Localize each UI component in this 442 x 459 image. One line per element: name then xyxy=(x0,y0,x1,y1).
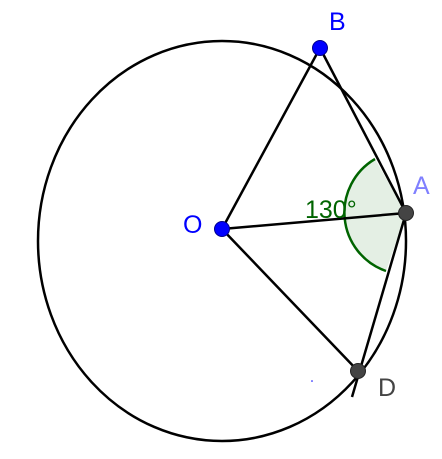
segment-oa xyxy=(221,211,407,231)
point-a[interactable] xyxy=(398,205,414,221)
segment-ab xyxy=(318,47,408,214)
label-o: O xyxy=(183,211,202,239)
segment-ob xyxy=(220,47,322,230)
label-b: B xyxy=(329,8,346,36)
stray-dot xyxy=(311,380,313,382)
point-b[interactable] xyxy=(312,40,328,56)
segment-od xyxy=(221,228,359,372)
circle xyxy=(36,39,408,443)
angle-label-bad: 130° xyxy=(305,196,357,224)
label-a: A xyxy=(413,172,430,200)
point-o[interactable] xyxy=(214,221,230,237)
point-d[interactable] xyxy=(350,363,366,379)
label-d: D xyxy=(378,374,396,402)
